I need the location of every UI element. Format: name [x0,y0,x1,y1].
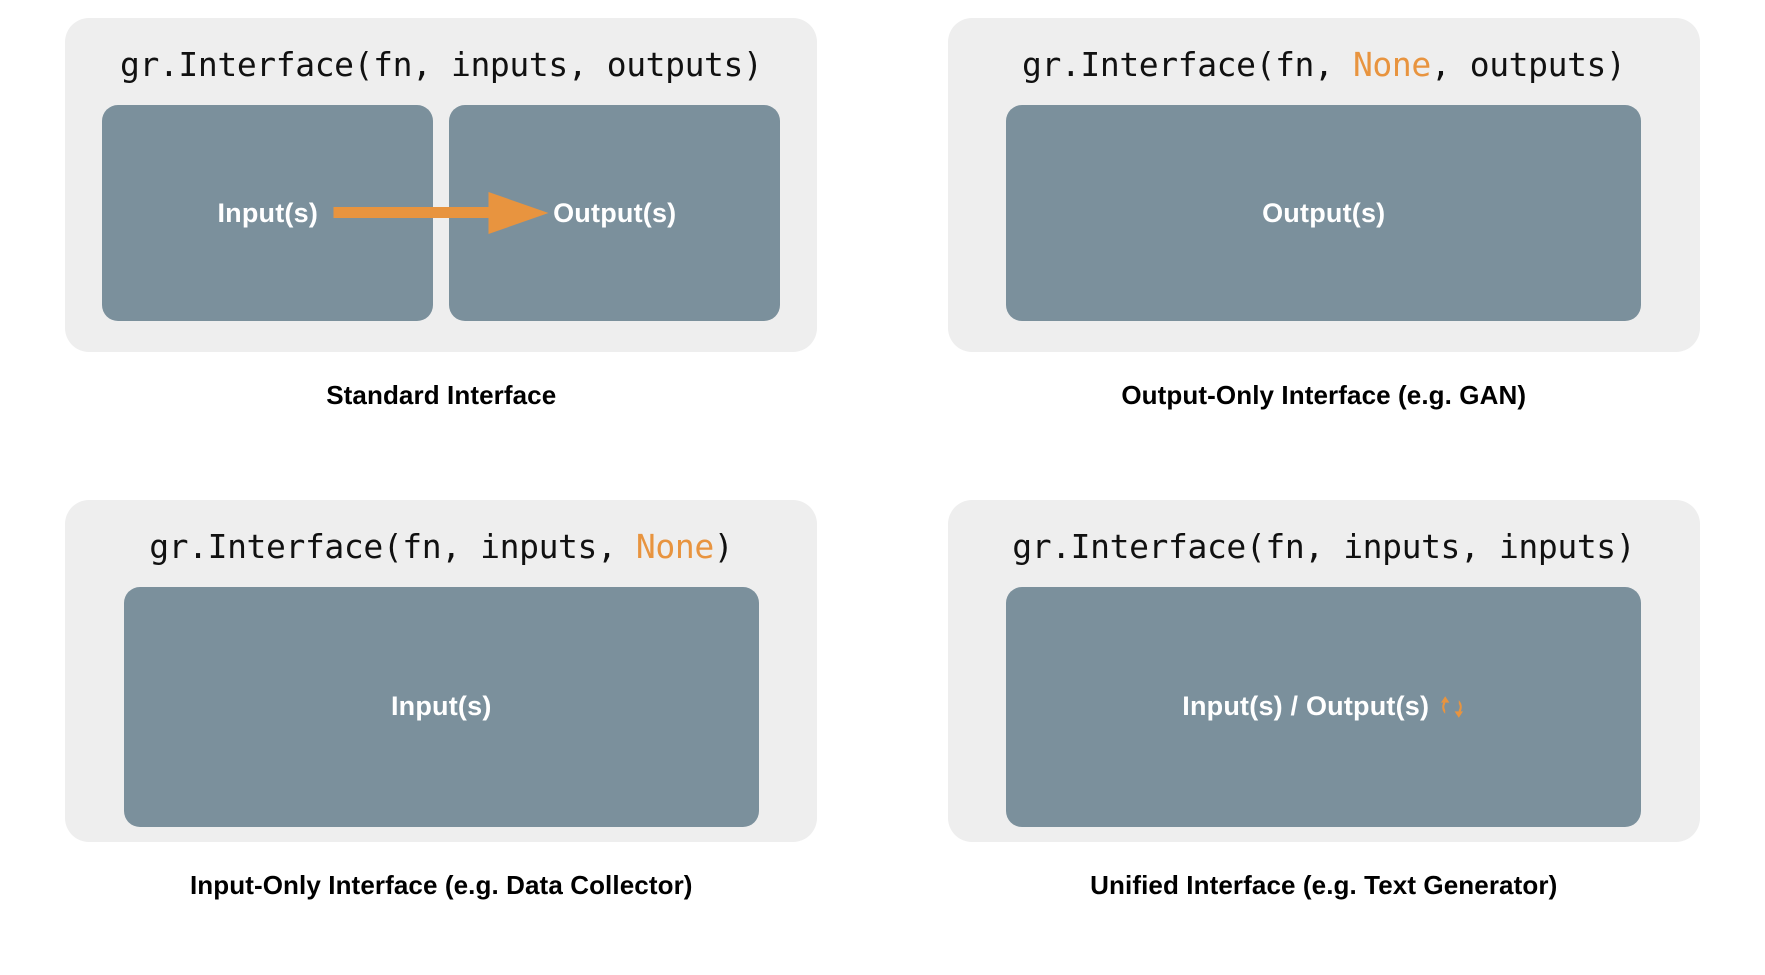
panel-standard-interface: gr.Interface(fn, inputs, outputs) Input(… [0,0,883,488]
caption-output-only-interface: Output-Only Interface (e.g. GAN) [1121,380,1527,410]
code-heading-input-only-after: ) [713,526,734,566]
input-box-label: Input(s) [390,691,492,721]
code-heading-output-only-after: , outputs) [1430,45,1626,84]
box-row-output-only: Output(s) [1006,105,1642,321]
panel-card-output-only: gr.Interface(fn, None, outputs) Output(s… [947,18,1700,352]
caption-unified-interface: Unified Interface (e.g. Text Generator) [1090,869,1558,900]
box-row-unified: Input(s) / Output(s) [1006,586,1642,827]
cycle-icon [1439,694,1465,720]
code-heading-input-only-before: gr.Interface(fn, inputs, [149,526,636,566]
code-heading-standard: gr.Interface(fn, inputs, outputs) [120,45,763,84]
code-heading-output-only: gr.Interface(fn, None, outputs) [1022,48,1626,81]
code-heading-standard-before: gr.Interface(fn, inputs, outputs) [120,45,763,84]
input-box-label: Input(s) [217,197,319,228]
input-output-box-label: Input(s) / Output(s) [1182,691,1430,721]
input-box[interactable]: Input(s) [102,105,434,321]
output-box-label: Output(s) [1262,197,1386,228]
caption-standard-interface: Standard Interface [326,380,557,410]
code-heading-output-only-highlight: None [1352,45,1431,84]
input-output-box[interactable]: Input(s) / Output(s) [1006,586,1642,827]
caption-input-only-interface: Input-Only Interface (e.g. Data Collecto… [189,869,693,900]
code-heading-input-only-highlight: None [635,526,714,566]
code-heading-unified-before: gr.Interface(fn, inputs, inputs) [1012,526,1636,566]
code-heading-input-only: gr.Interface(fn, inputs, None) [149,530,733,563]
output-box[interactable]: Output(s) [1006,105,1642,321]
output-box-label: Output(s) [553,197,677,228]
panel-input-only-interface: gr.Interface(fn, inputs, None) Input(s) … [0,488,883,975]
panel-output-only-interface: gr.Interface(fn, None, outputs) Output(s… [883,0,1765,488]
panel-card-input-only: gr.Interface(fn, inputs, None) Input(s) [65,499,818,842]
input-output-box-label-wrap: Input(s) / Output(s) [1182,691,1465,722]
code-heading-output-only-before: gr.Interface(fn, [1021,45,1353,84]
panel-card-unified: gr.Interface(fn, inputs, inputs) Input(s… [947,499,1700,842]
panel-card-standard: gr.Interface(fn, inputs, outputs) Input(… [65,18,818,352]
box-row-input-only: Input(s) [123,586,759,827]
panel-unified-interface: gr.Interface(fn, inputs, inputs) Input(s… [883,488,1765,975]
input-box[interactable]: Input(s) [123,586,759,827]
output-box[interactable]: Output(s) [449,105,781,321]
code-heading-unified: gr.Interface(fn, inputs, inputs) [1012,530,1635,563]
box-row-standard: Input(s) Output(s) [102,105,781,321]
